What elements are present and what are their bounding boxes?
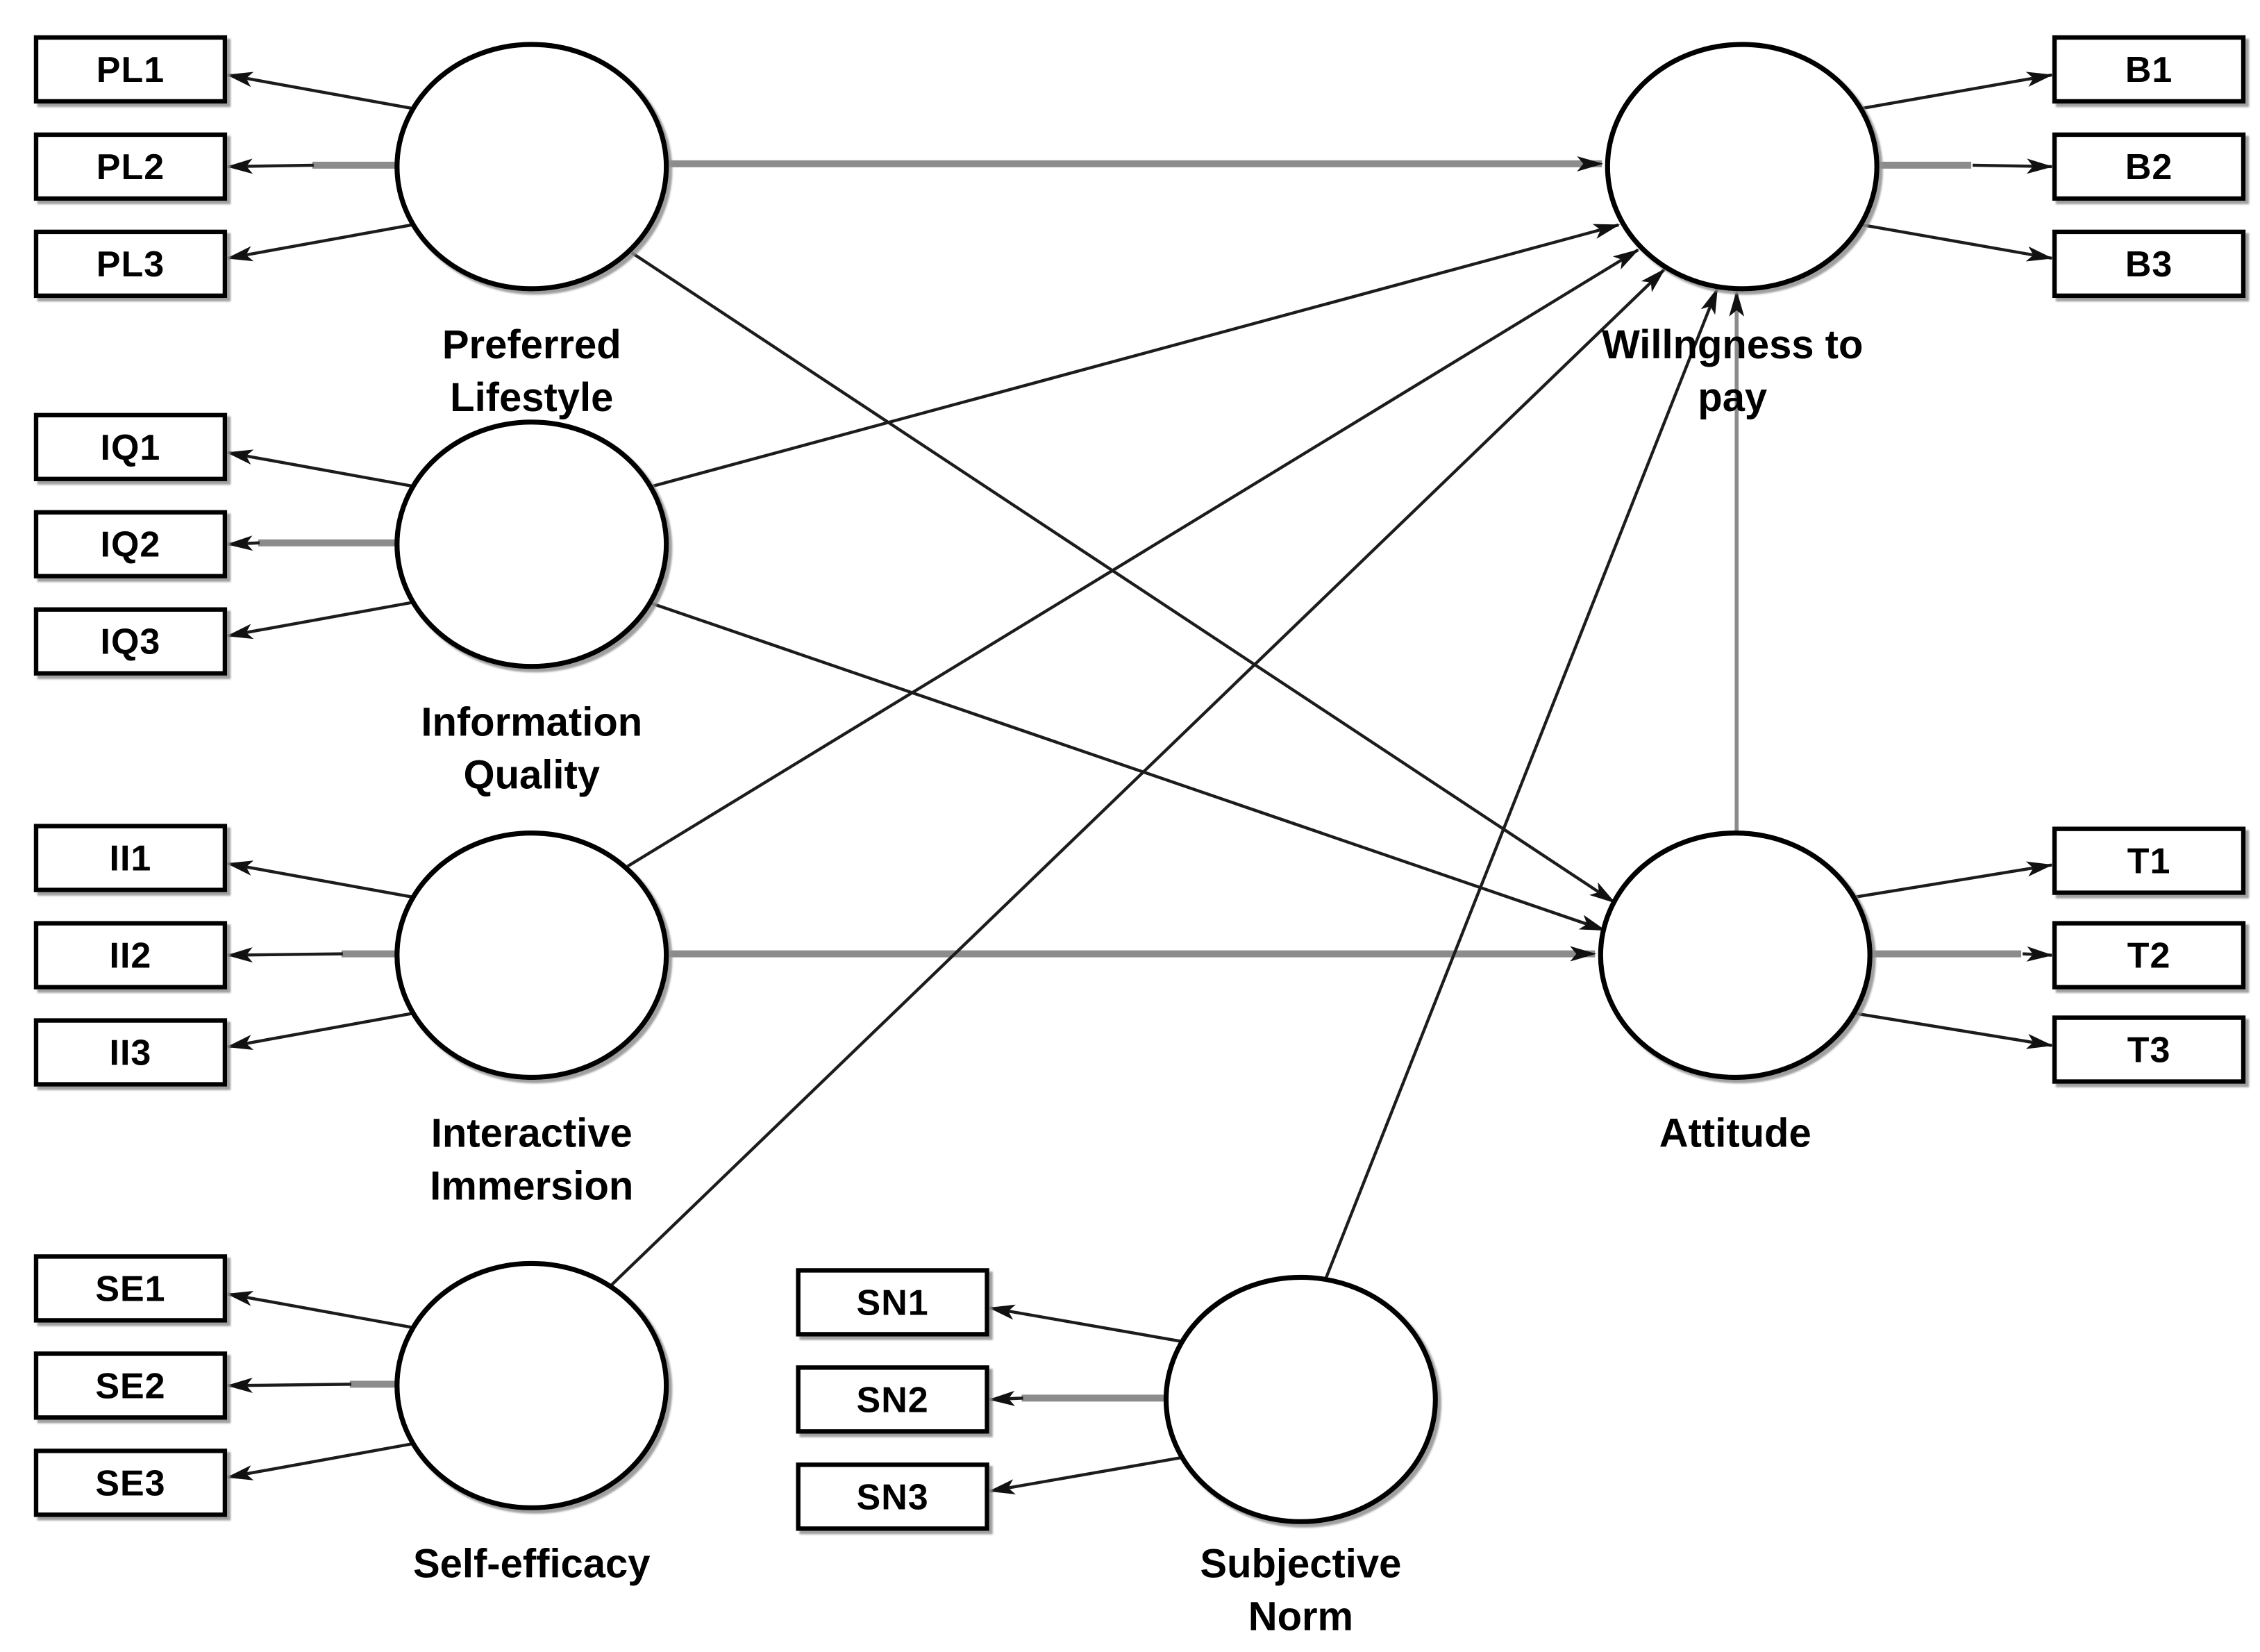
indicator-box-iq3 <box>33 607 228 676</box>
measurement-arrow-iq-iq3 <box>226 599 420 640</box>
latent-label-preferred-lifestyle-line2: Lifestyle <box>450 376 613 420</box>
latent-label-interactive-immersion-line1: Interactive <box>431 1111 633 1155</box>
indicator-label-sn1: SN1 <box>857 1283 929 1323</box>
latent-ellipse-attitude <box>1598 831 1873 1081</box>
structural-paths <box>610 156 1745 1287</box>
latent-label-information-quality-line1: Information <box>421 701 642 745</box>
indicator-label-ii2: II2 <box>110 936 152 976</box>
structural-arrow-preferred-lifestyle-to-attitude <box>630 251 1616 904</box>
indicator-box-se3 <box>33 1449 228 1517</box>
latent-ellipse-subjective-norm <box>1163 1274 1438 1524</box>
measurement-arrow-wtp-b2 <box>1973 158 2054 174</box>
indicator-box-pl3 <box>33 229 228 299</box>
latent-label-subjective-norm-line2: Norm <box>1248 1594 1353 1639</box>
indicator-boxes: PL1 PL2 PL3 IQ1 IQ2 IQ3 II1 II2 II3 SE1 … <box>33 35 2246 1531</box>
indicator-label-sn2: SN2 <box>857 1380 929 1420</box>
indicator-label-t2: T2 <box>2127 936 2171 976</box>
measurement-arrow-ii-ii2 <box>226 947 343 963</box>
measurement-arrow-pl-pl3 <box>226 222 420 262</box>
structural-arrow-subjective-norm-to-willingness <box>1324 287 1719 1280</box>
measurement-arrow-wtp-b1 <box>1854 72 2054 112</box>
structural-arrow-self-efficacy-to-willingness <box>610 268 1666 1287</box>
indicator-box-t3 <box>2052 1015 2246 1084</box>
indicator-box-sn3 <box>796 1462 989 1531</box>
measurement-arrow-pl-pl2 <box>226 158 314 174</box>
indicator-box-b2 <box>2052 132 2246 201</box>
indicator-box-iq1 <box>33 412 228 481</box>
indicator-box-t2 <box>2052 921 2246 990</box>
indicator-label-pl3: PL3 <box>97 244 165 285</box>
structural-arrow-information-quality-to-willingness <box>633 223 1621 493</box>
indicator-label-sn3: SN3 <box>857 1477 929 1517</box>
indicator-box-pl1 <box>33 35 228 104</box>
indicator-label-b2: B2 <box>2125 147 2173 187</box>
indicator-label-pl2: PL2 <box>97 147 165 187</box>
latent-ellipse-preferred-lifestyle <box>394 42 669 292</box>
indicator-label-t1: T1 <box>2127 842 2171 882</box>
indicator-label-ii1: II1 <box>110 839 152 879</box>
latent-constructs: Preferred Lifestyle Information Quality … <box>394 42 1880 1639</box>
measurement-arrow-sn-sn3 <box>988 1455 1189 1494</box>
latent-label-information-quality-line2: Quality <box>464 753 601 798</box>
latent-ellipse-interactive-immersion <box>394 831 669 1081</box>
latent-ellipse-self-efficacy <box>394 1260 669 1510</box>
indicator-label-t3: T3 <box>2127 1031 2171 1071</box>
indicator-box-ii3 <box>33 1018 228 1087</box>
measurement-arrows <box>226 72 2054 1494</box>
structural-arrow-information-quality-to-attitude <box>633 595 1607 932</box>
measurement-arrow-ii-ii1 <box>226 860 420 900</box>
measurement-arrow-se-se2 <box>226 1377 351 1393</box>
latent-label-preferred-lifestyle-line1: Preferred <box>442 323 621 367</box>
measurement-arrow-se-se1 <box>226 1291 420 1330</box>
indicator-label-b3: B3 <box>2125 244 2173 285</box>
indicator-box-b1 <box>2052 35 2246 104</box>
indicator-box-iq2 <box>33 510 228 578</box>
measurement-arrow-ii-ii3 <box>226 1010 420 1050</box>
indicator-label-iq2: IQ2 <box>101 525 161 565</box>
indicator-label-iq1: IQ1 <box>101 428 161 468</box>
measurement-arrow-se-se3 <box>226 1441 420 1480</box>
indicator-label-b1: B1 <box>2125 50 2173 90</box>
latent-label-interactive-immersion-line2: Immersion <box>430 1164 633 1208</box>
indicator-label-se1: SE1 <box>95 1269 165 1309</box>
latent-label-subjective-norm-line1: Subjective <box>1200 1542 1401 1586</box>
indicator-box-ii2 <box>33 921 228 990</box>
indicator-box-se2 <box>33 1351 228 1420</box>
latent-label-willingness-to-pay-line1: Willngness to <box>1602 323 1863 367</box>
latent-label-attitude: Attitude <box>1659 1111 1811 1155</box>
measurement-arrow-iq-iq2 <box>226 535 260 551</box>
measurement-arrow-att-t2 <box>2022 946 2054 962</box>
latent-label-self-efficacy: Self-efficacy <box>413 1542 651 1586</box>
indicator-box-pl2 <box>33 132 228 201</box>
indicator-box-b3 <box>2052 229 2246 299</box>
indicator-box-se1 <box>33 1254 228 1323</box>
latent-ellipse-information-quality <box>394 419 669 669</box>
latent-ellipse-willingness-to-pay <box>1605 42 1880 292</box>
indicator-box-ii1 <box>33 824 228 892</box>
measurement-arrow-att-t1 <box>1847 861 2054 900</box>
indicator-box-t1 <box>2052 826 2246 895</box>
measurement-arrow-sn-sn1 <box>988 1304 1189 1344</box>
indicator-label-se3: SE3 <box>95 1463 165 1503</box>
measurement-arrow-iq-iq1 <box>226 449 420 489</box>
measurement-arrow-pl-pl1 <box>226 72 420 112</box>
measurement-arrow-wtp-b3 <box>1854 222 2054 262</box>
indicator-label-ii3: II3 <box>110 1033 152 1074</box>
structural-arrow-interactive-immersion-to-willingness <box>626 249 1639 868</box>
indicator-box-sn2 <box>796 1365 989 1434</box>
latent-label-willingness-to-pay-line2: pay <box>1698 376 1767 420</box>
measurement-arrow-att-t3 <box>1847 1010 2054 1049</box>
indicator-label-pl1: PL1 <box>97 50 165 90</box>
indicator-label-se2: SE2 <box>95 1366 165 1406</box>
measurement-arrow-sn-sn2 <box>988 1390 1023 1406</box>
indicator-box-sn1 <box>796 1268 989 1337</box>
indicator-label-iq3: IQ3 <box>101 622 161 662</box>
